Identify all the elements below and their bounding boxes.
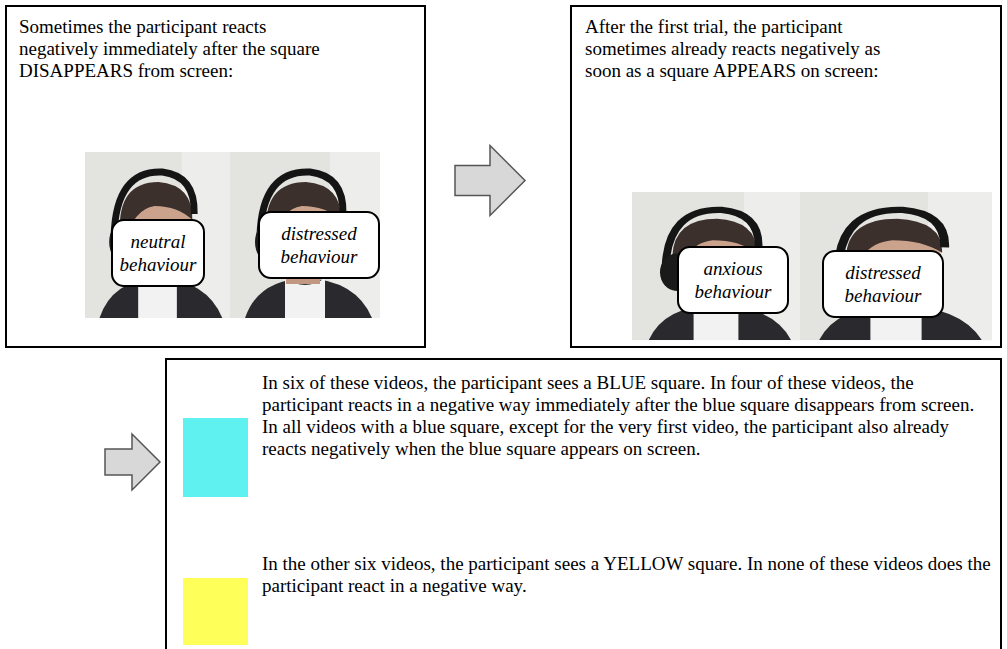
label-text: neutral behaviour xyxy=(118,230,198,276)
label-text: distressed behaviour xyxy=(265,222,373,268)
behaviour-label: distressed behaviour xyxy=(258,211,380,279)
behaviour-label: anxious behaviour xyxy=(677,246,789,314)
behaviour-label: neutral behaviour xyxy=(111,219,205,287)
body-text: In all videos with a blue square, except… xyxy=(262,416,994,460)
body-text: Sometimes the participant reacts negativ… xyxy=(19,16,349,82)
yellow-square xyxy=(183,578,248,645)
panel-box: Sometimes the participant reacts negativ… xyxy=(5,5,426,348)
participant-photo xyxy=(85,152,992,340)
panel-box: After the first trial, the participant s… xyxy=(570,5,1002,348)
description-box: In six of these videos, the participant … xyxy=(165,358,1002,649)
block-arrow xyxy=(455,146,525,216)
body-text: After the first trial, the participant s… xyxy=(585,16,905,82)
block-arrow xyxy=(105,434,160,490)
behaviour-label: distressed behaviour xyxy=(822,250,944,318)
label-text: distressed behaviour xyxy=(829,261,937,307)
blue-square xyxy=(183,418,248,497)
label-text: anxious behaviour xyxy=(684,257,782,303)
body-text: In the other six videos, the participant… xyxy=(262,553,994,597)
body-text: In six of these videos, the participant … xyxy=(262,372,994,416)
